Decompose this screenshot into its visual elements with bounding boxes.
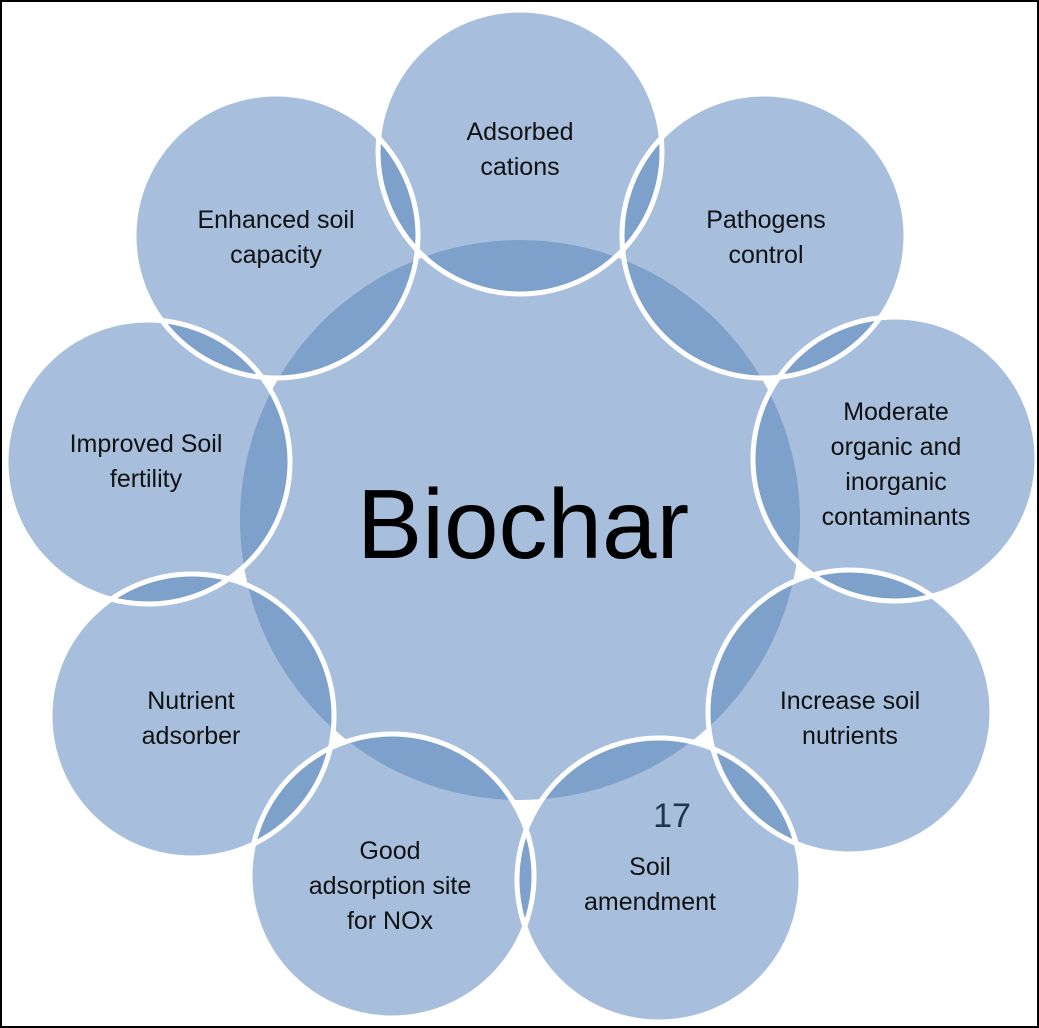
center-label: Biochar: [357, 469, 689, 579]
node-circle-adsorbed-cations: [378, 10, 662, 294]
node-circle-nutrient-adsorber: [50, 574, 334, 858]
node-outline-pathogens-control: [619, 91, 909, 381]
node-label-line: Nutrient: [147, 687, 235, 715]
page-number: 17: [653, 797, 691, 835]
outer-circle-outlines: [3, 7, 1037, 1025]
node-label-line: control: [728, 241, 803, 269]
center-overlap-enhanced-soil-capacity: [240, 240, 418, 378]
node-label-line: amendment: [584, 888, 716, 916]
center-overlap-pathogens-control: [622, 240, 800, 378]
node-label-line: Soil: [629, 853, 671, 881]
node-label-line: organic and: [831, 433, 962, 461]
node-label-line: nutrients: [802, 722, 898, 750]
node-label-line: adsorber: [142, 722, 241, 750]
node-label-line: Enhanced soil: [197, 206, 354, 234]
node-label-line: fertility: [110, 465, 183, 493]
node-circle-improved-soil-fertility: [6, 320, 290, 604]
center-circle: [240, 240, 800, 800]
node-label-line: cations: [480, 153, 559, 181]
node-label-adsorbed-cations: Adsorbed cations: [466, 118, 573, 181]
node-label-good-adsorption-site: Good adsorption site for NOx: [309, 837, 472, 935]
node-label-line: contaminants: [822, 503, 971, 531]
node-label-moderate-contaminants: Moderate organic and inorganic contaminants: [822, 398, 971, 531]
node-label-soil-amendment: Soil amendment: [584, 853, 716, 916]
node-label-line: capacity: [230, 241, 322, 269]
node-outline-moderate-contaminants: [750, 314, 1037, 604]
node-label-improved-soil-fertility: Improved Soil fertility: [70, 430, 223, 493]
node-label-nutrient-adsorber: Nutrient adsorber: [142, 687, 241, 750]
node-circle-increase-soil-nutrients: [708, 570, 992, 854]
node-label-line: Increase soil: [780, 687, 920, 715]
node-label-enhanced-soil-capacity: Enhanced soil capacity: [197, 206, 354, 269]
node-label-line: Moderate: [843, 398, 949, 426]
node-outline-enhanced-soil-capacity: [131, 91, 421, 381]
node-circle-good-adsorption-site: [250, 734, 534, 1018]
node-label-line: inorganic: [845, 468, 946, 496]
node-outline-nutrient-adsorber: [47, 571, 337, 861]
node-label-increase-soil-nutrients: Increase soil nutrients: [780, 687, 920, 750]
node-outline-improved-soil-fertility: [3, 317, 293, 607]
node-label-pathogens-control: Pathogens control: [706, 206, 826, 269]
node-label-line: Good: [359, 837, 420, 865]
node-outline-soil-amendment: [514, 735, 804, 1025]
node-label-line: Adsorbed: [466, 118, 573, 146]
node-outline-adsorbed-cations: [375, 7, 665, 297]
node-label-line: adsorption site: [309, 872, 472, 900]
node-label-line: Improved Soil: [70, 430, 223, 458]
node-circle-soil-amendment: [517, 738, 801, 1022]
node-label-line: Pathogens: [706, 206, 826, 234]
node-outline-good-adsorption-site: [247, 731, 537, 1021]
node-outline-increase-soil-nutrients: [705, 567, 995, 857]
node-label-line: for NOx: [347, 907, 434, 935]
node-circle-moderate-contaminants: [753, 317, 1037, 601]
